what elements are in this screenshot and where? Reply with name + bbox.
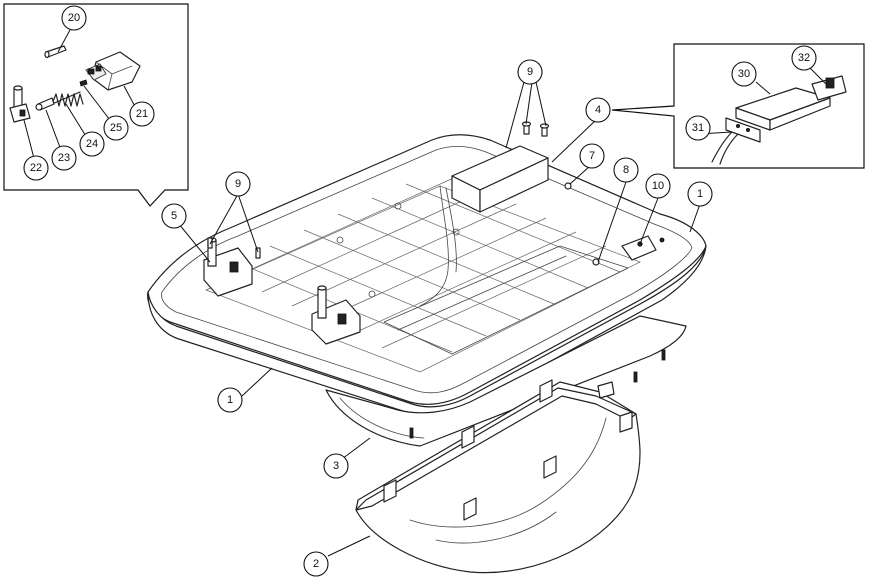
svg-text:10: 10 xyxy=(652,180,664,192)
mounting-hole-2 xyxy=(592,258,600,266)
callout-9-left: 9 xyxy=(225,171,251,197)
pin-part xyxy=(44,45,67,59)
left-latch-assembly xyxy=(203,237,253,297)
wiring-harness xyxy=(419,185,449,307)
svg-text:24: 24 xyxy=(86,138,98,150)
callout-1-right: 1 xyxy=(687,181,713,207)
main-housing xyxy=(147,121,707,416)
svg-text:5: 5 xyxy=(171,210,177,222)
svg-text:21: 21 xyxy=(136,108,148,120)
svg-text:22: 22 xyxy=(30,162,42,174)
sensor-module-part xyxy=(725,75,847,143)
svg-text:8: 8 xyxy=(623,164,629,176)
callout-31: 31 xyxy=(685,115,711,141)
svg-text:9: 9 xyxy=(527,66,533,78)
lamp-bracket-part xyxy=(451,145,549,213)
callout-4: 4 xyxy=(585,97,611,123)
callout-23: 23 xyxy=(51,145,77,171)
callout-7: 7 xyxy=(579,143,605,169)
mounting-hole xyxy=(564,182,572,190)
callout-21: 21 xyxy=(129,101,155,127)
spring-part xyxy=(51,91,84,107)
svg-text:25: 25 xyxy=(110,122,122,134)
svg-text:30: 30 xyxy=(738,68,750,80)
callout-24: 24 xyxy=(79,131,105,157)
right-clip-assembly xyxy=(621,235,665,261)
svg-text:1: 1 xyxy=(227,394,233,406)
callout-8: 8 xyxy=(613,157,639,183)
callout-10: 10 xyxy=(645,173,671,199)
callout-32: 32 xyxy=(791,45,817,71)
center-screws xyxy=(521,121,550,137)
callout-2: 2 xyxy=(303,551,329,577)
callout-22: 22 xyxy=(23,155,49,181)
callout-1-left: 1 xyxy=(217,387,243,413)
housing-channel xyxy=(383,245,629,355)
svg-text:20: 20 xyxy=(68,12,80,24)
bottom-tray-part xyxy=(355,379,641,574)
svg-text:4: 4 xyxy=(595,104,601,116)
svg-text:9: 9 xyxy=(235,178,241,190)
sensor-detail-inset xyxy=(611,43,865,169)
latch-housing-part xyxy=(85,51,141,91)
latch-bolt-part xyxy=(9,85,31,123)
svg-text:7: 7 xyxy=(589,150,595,162)
latch-detail-inset xyxy=(3,3,189,207)
callout-20: 20 xyxy=(61,5,87,31)
svg-text:1: 1 xyxy=(697,188,703,200)
curved-lens-part xyxy=(325,315,687,447)
sensor-cable-part xyxy=(711,131,733,163)
callout-25: 25 xyxy=(103,115,129,141)
plunger-part xyxy=(35,97,55,111)
svg-text:2: 2 xyxy=(313,558,319,570)
callout-5: 5 xyxy=(161,203,187,229)
svg-text:31: 31 xyxy=(692,122,704,134)
callout-30: 30 xyxy=(731,61,757,87)
clip-part xyxy=(79,79,88,87)
callout-3: 3 xyxy=(323,453,349,479)
svg-text:32: 32 xyxy=(798,52,810,64)
svg-text:23: 23 xyxy=(58,152,70,164)
callout-9-center: 9 xyxy=(517,59,543,85)
inset-frame-right xyxy=(611,43,865,169)
svg-text:3: 3 xyxy=(333,460,339,472)
tray-tabs xyxy=(383,379,633,521)
center-latch-assembly xyxy=(311,285,361,345)
